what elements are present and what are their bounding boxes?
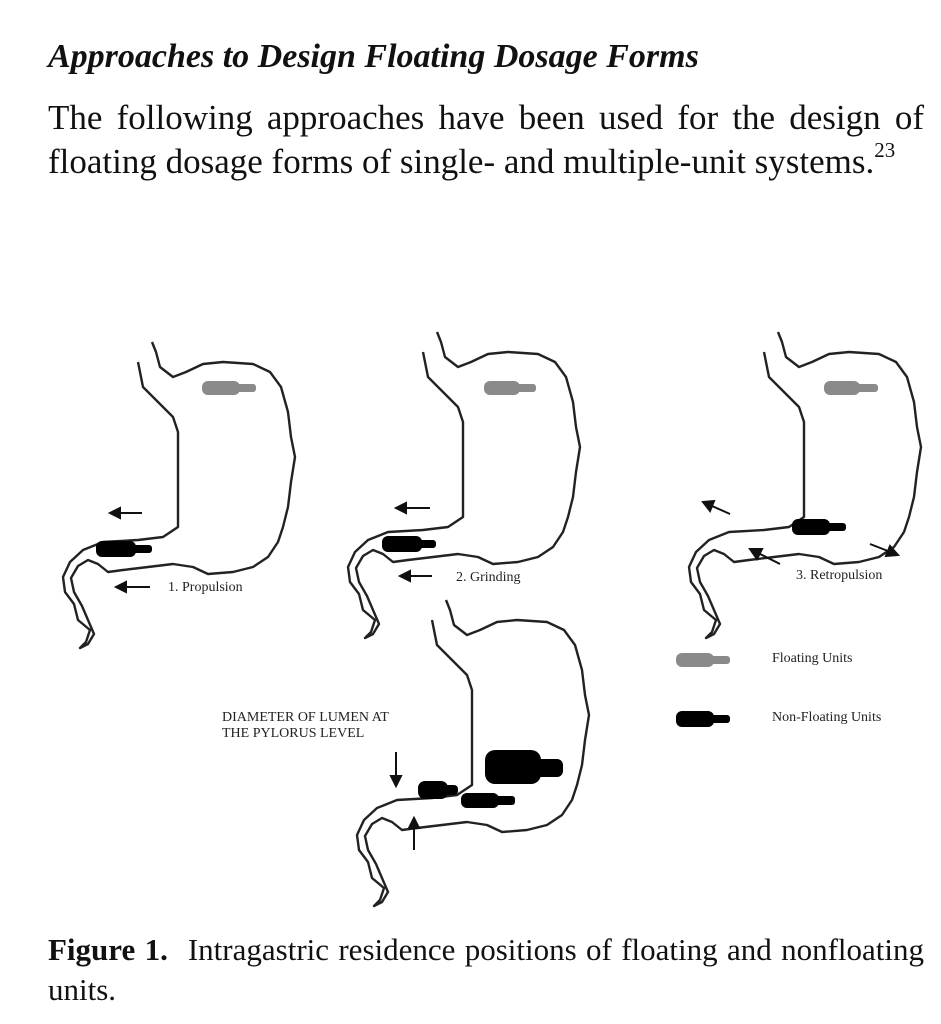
label-grinding: 2. Grinding (456, 570, 521, 585)
floating-unit-3-tip (856, 384, 878, 392)
label-propulsion: 1. Propulsion (168, 580, 243, 595)
non-floating-unit-3 (792, 519, 830, 535)
arrow-vertical-icon (389, 752, 421, 850)
legend-floating-glyph (676, 653, 730, 667)
non-floating-unit-1-tip (132, 545, 152, 553)
label-pylorus-lumen: DIAMETER OF LUMEN AT THE PYLORUS LEVEL (222, 710, 389, 742)
non-floating-unit-3-tip (826, 523, 846, 531)
stomach-4 (355, 598, 591, 908)
legend-non-floating-glyph (676, 711, 730, 727)
floating-unit-2 (484, 381, 520, 395)
section-heading: Approaches to Design Floating Dosage For… (48, 38, 699, 75)
label-retropulsion: 3. Retropulsion (796, 568, 883, 583)
figure-caption: Figure 1.Intragastric residence position… (48, 930, 924, 1010)
stomach-1 (61, 340, 297, 650)
figure-1: 1. Propulsion 2. Grinding 3. Retropulsio… (0, 320, 941, 910)
stomach-3 (687, 330, 923, 640)
body-paragraph: The following approaches have been used … (48, 96, 924, 184)
label-lumen-line2: THE PYLORUS LEVEL (222, 726, 365, 741)
paragraph-text: The following approaches have been used … (48, 98, 924, 181)
floating-unit-2-tip (516, 384, 536, 392)
non-floating-unit-2 (382, 536, 422, 552)
legend-floating-label: Floating Units (772, 651, 853, 666)
arrow-diagonal-icon (701, 499, 901, 565)
floating-unit-3 (824, 381, 860, 395)
arrow-left-icon (393, 501, 432, 583)
non-floating-unit-medium-tip (444, 785, 458, 795)
non-floating-unit-medium (418, 781, 448, 799)
legend-non-floating-label: Non-Floating Units (772, 710, 882, 725)
caption-label: Figure 1. (48, 932, 168, 967)
stomach-diagram (61, 330, 923, 908)
non-floating-unit-1 (96, 541, 136, 557)
caption-text: Intragastric residence positions of floa… (48, 932, 925, 1007)
non-floating-unit-small-tip (495, 796, 515, 805)
non-floating-unit-2-tip (418, 540, 436, 548)
non-floating-unit-large-tip (535, 759, 563, 777)
stomach-2 (346, 330, 582, 640)
citation-superscript: 23 (874, 138, 896, 162)
label-lumen-line1: DIAMETER OF LUMEN AT (222, 710, 389, 725)
floating-unit-1 (202, 381, 240, 395)
non-floating-unit-large (485, 750, 541, 784)
floating-unit-1-tip (236, 384, 256, 392)
non-floating-unit-small (461, 793, 499, 808)
arrow-left-icon (107, 506, 150, 594)
